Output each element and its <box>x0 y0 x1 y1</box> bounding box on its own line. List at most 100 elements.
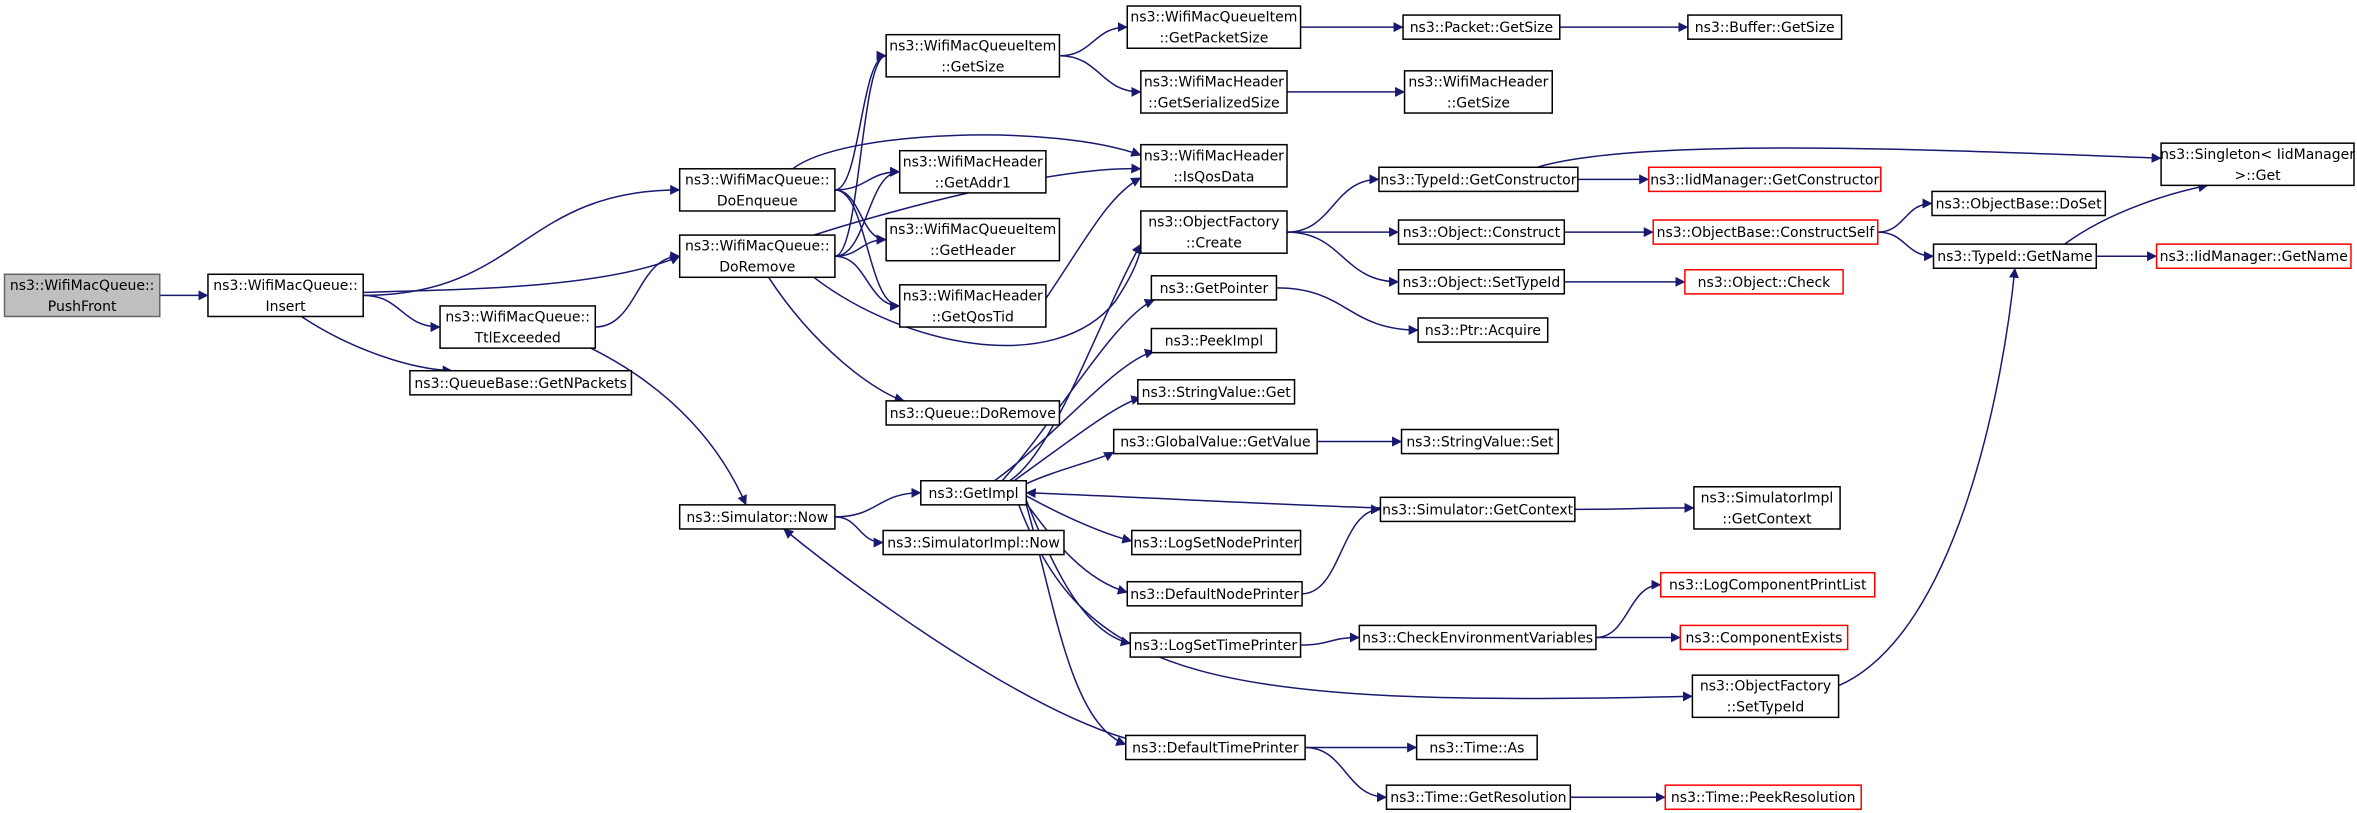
node-objectbase_doset[interactable]: ns3::ObjectBase::DoSet <box>1931 190 2107 217</box>
node-box[interactable] <box>1402 14 1561 40</box>
node-box[interactable] <box>1140 70 1288 114</box>
node-box[interactable] <box>3 273 161 318</box>
node-componentexists[interactable]: ns3::ComponentExists <box>1679 624 1849 651</box>
node-getimpl[interactable]: ns3::GetImpl <box>920 479 1028 506</box>
node-box[interactable] <box>1150 275 1278 301</box>
node-box[interactable] <box>1684 269 1844 295</box>
node-box[interactable] <box>678 168 836 212</box>
node-peekimpl[interactable]: ns3::PeekImpl <box>1150 327 1278 354</box>
node-box[interactable] <box>1417 317 1549 343</box>
node-box[interactable] <box>1415 734 1538 761</box>
node-box[interactable] <box>1378 166 1579 193</box>
node-getheader[interactable]: ns3::WifiMacQueueItem::GetHeader <box>885 217 1061 262</box>
node-box[interactable] <box>882 529 1065 556</box>
node-box[interactable] <box>678 504 836 530</box>
node-insert[interactable]: ns3::WifiMacQueue::Insert <box>207 273 364 318</box>
node-box[interactable] <box>1129 632 1302 658</box>
node-isqosdata[interactable]: ns3::WifiMacHeader::IsQosData <box>1140 143 1288 188</box>
node-box[interactable] <box>1140 210 1288 254</box>
node-box[interactable] <box>1397 269 1566 295</box>
node-box[interactable] <box>1932 243 2098 270</box>
node-logsettimeprinter[interactable]: ns3::LogSetTimePrinter <box>1129 632 1302 658</box>
node-doenqueue[interactable]: ns3::WifiMacQueue::DoEnqueue <box>678 168 836 212</box>
node-buffer_getsize[interactable]: ns3::Buffer::GetSize <box>1687 14 1843 40</box>
node-box[interactable] <box>1664 784 1862 811</box>
node-getaddr1[interactable]: ns3::WifiMacHeader::GetAddr1 <box>898 149 1047 194</box>
node-box[interactable] <box>1137 379 1296 405</box>
node-iid_getname[interactable]: ns3::IidManager::GetName <box>2155 243 2352 270</box>
node-box[interactable] <box>1400 428 1560 455</box>
node-sim_getcontext[interactable]: ns3::Simulator::GetContext <box>1379 496 1576 523</box>
node-globalvalue_getvalue[interactable]: ns3::GlobalValue::GetValue <box>1112 428 1318 455</box>
node-defaultnodeprinter[interactable]: ns3::DefaultNodePrinter <box>1126 580 1303 607</box>
node-pushfront[interactable]: ns3::WifiMacQueue::PushFront <box>3 273 161 318</box>
node-singleton_get[interactable]: ns3::Singleton< IidManager>::Get <box>2160 142 2355 187</box>
node-box[interactable] <box>2155 243 2352 270</box>
node-box[interactable] <box>1652 219 1879 245</box>
node-box[interactable] <box>207 273 364 318</box>
node-ttlexceeded[interactable]: ns3::WifiMacQueue::TtlExceeded <box>439 305 597 349</box>
node-defaulttimeprinter[interactable]: ns3::DefaultTimePrinter <box>1125 734 1306 761</box>
node-item_getsize[interactable]: ns3::WifiMacQueueItem::GetSize <box>885 33 1061 78</box>
node-object_settypeid[interactable]: ns3::Object::SetTypeId <box>1397 269 1566 295</box>
node-box[interactable] <box>898 284 1047 328</box>
node-box[interactable] <box>885 400 1061 426</box>
node-box[interactable] <box>2160 142 2355 187</box>
node-getqostid[interactable]: ns3::WifiMacHeader::GetQosTid <box>898 284 1047 328</box>
node-box[interactable] <box>1385 784 1572 811</box>
node-box[interactable] <box>439 305 597 349</box>
node-box[interactable] <box>898 149 1047 194</box>
node-getserializedsize[interactable]: ns3::WifiMacHeader::GetSerializedSize <box>1140 70 1288 114</box>
node-simimpl_getcontext[interactable]: ns3::SimulatorImpl::GetContext <box>1693 486 1841 530</box>
node-of_settypeid[interactable]: ns3::ObjectFactory::SetTypeId <box>1691 674 1840 719</box>
node-logcomponentprintlist[interactable]: ns3::LogComponentPrintList <box>1660 571 1876 598</box>
node-header_getsize[interactable]: ns3::WifiMacHeader::GetSize <box>1403 70 1553 114</box>
node-box[interactable] <box>1691 674 1840 719</box>
node-doremove[interactable]: ns3::WifiMacQueue::DoRemove <box>678 234 836 279</box>
node-box[interactable] <box>678 234 836 279</box>
node-packet_getsize[interactable]: ns3::Packet::GetSize <box>1402 14 1561 40</box>
node-simimpl_now[interactable]: ns3::SimulatorImpl::Now <box>882 529 1065 556</box>
node-objectbase_constructself[interactable]: ns3::ObjectBase::ConstructSelf <box>1652 219 1879 245</box>
node-box[interactable] <box>1358 624 1597 651</box>
node-box[interactable] <box>1379 496 1576 523</box>
node-box[interactable] <box>1687 14 1843 40</box>
node-getnpackets[interactable]: ns3::QueueBase::GetNPackets <box>409 369 633 396</box>
node-box[interactable] <box>885 217 1061 262</box>
node-ptr_acquire[interactable]: ns3::Ptr::Acquire <box>1417 317 1549 343</box>
node-box[interactable] <box>1647 166 1882 193</box>
node-box[interactable] <box>885 33 1061 78</box>
node-box[interactable] <box>1397 219 1566 245</box>
node-box[interactable] <box>1660 571 1876 598</box>
node-simnow[interactable]: ns3::Simulator::Now <box>678 504 836 530</box>
node-getpacketsize[interactable]: ns3::WifiMacQueueItem::GetPacketSize <box>1126 5 1302 49</box>
node-getpointer[interactable]: ns3::GetPointer <box>1150 275 1278 301</box>
node-box[interactable] <box>1931 190 2107 217</box>
node-of_create[interactable]: ns3::ObjectFactory::Create <box>1140 210 1288 254</box>
node-iid_getconstructor[interactable]: ns3::IidManager::GetConstructor <box>1647 166 1882 193</box>
node-box[interactable] <box>1131 529 1302 556</box>
node-object_check[interactable]: ns3::Object::Check <box>1684 269 1844 295</box>
node-box[interactable] <box>1112 428 1318 455</box>
node-typeid_getconstructor[interactable]: ns3::TypeId::GetConstructor <box>1378 166 1579 193</box>
node-box[interactable] <box>1140 143 1288 188</box>
node-time_peekresolution[interactable]: ns3::Time::PeekResolution <box>1664 784 1862 811</box>
node-stringvalue_set[interactable]: ns3::StringValue::Set <box>1400 428 1560 455</box>
node-box[interactable] <box>1126 5 1302 49</box>
node-typeid_getname[interactable]: ns3::TypeId::GetName <box>1932 243 2098 270</box>
node-checkenv[interactable]: ns3::CheckEnvironmentVariables <box>1358 624 1597 651</box>
node-box[interactable] <box>409 369 633 396</box>
node-box[interactable] <box>1150 327 1278 354</box>
node-queue_doremove[interactable]: ns3::Queue::DoRemove <box>885 400 1061 426</box>
node-box[interactable] <box>920 479 1028 506</box>
node-time_as[interactable]: ns3::Time::As <box>1415 734 1538 761</box>
node-logsetnodeprinter[interactable]: ns3::LogSetNodePrinter <box>1131 529 1302 556</box>
node-time_getresolution[interactable]: ns3::Time::GetResolution <box>1385 784 1572 811</box>
node-box[interactable] <box>1126 580 1303 607</box>
node-box[interactable] <box>1693 486 1841 530</box>
node-object_construct[interactable]: ns3::Object::Construct <box>1397 219 1566 245</box>
node-box[interactable] <box>1679 624 1849 651</box>
node-box[interactable] <box>1125 734 1306 761</box>
node-stringvalue_get[interactable]: ns3::StringValue::Get <box>1137 379 1296 405</box>
node-box[interactable] <box>1403 70 1553 114</box>
